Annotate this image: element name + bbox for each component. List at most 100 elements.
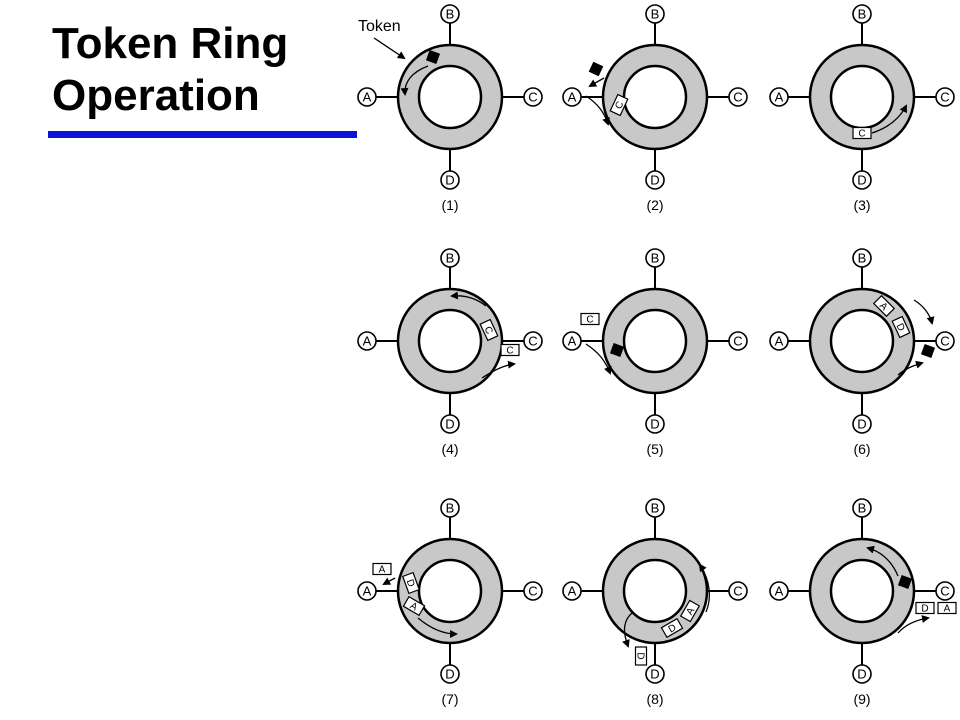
station-label: B [858, 501, 867, 516]
panel-caption: (4) [441, 441, 458, 457]
station-node [852, 664, 872, 684]
frame-box: A [937, 601, 957, 615]
station-label: A [568, 334, 577, 349]
station-label: A [775, 90, 784, 105]
frame-letter: C [613, 100, 626, 111]
station-label: C [733, 334, 742, 349]
station-label: A [568, 90, 577, 105]
frame-box: C [609, 93, 629, 117]
ring-inner [622, 558, 688, 624]
station-node [769, 331, 789, 351]
station-node [852, 4, 872, 24]
station-label: B [858, 7, 867, 22]
station-label: D [650, 173, 659, 188]
station-label: B [651, 501, 660, 516]
token-marker [588, 61, 604, 77]
station-node [935, 331, 955, 351]
station-label: B [446, 501, 455, 516]
ring-inner [829, 64, 895, 130]
station-label: A [363, 584, 372, 599]
station-node [645, 664, 665, 684]
station-node [852, 414, 872, 434]
flow-arrow [481, 360, 516, 379]
frame-box: C [479, 318, 499, 342]
flow-arrow [622, 612, 633, 648]
ring-inner [622, 64, 688, 130]
station-node [523, 331, 543, 351]
token-marker [425, 49, 441, 65]
station-node [562, 331, 582, 351]
station-node [357, 87, 377, 107]
frame-box: C [852, 126, 872, 140]
station-node [728, 581, 748, 601]
flow-arrow [897, 615, 930, 634]
slide-title: Token Ring Operation [52, 18, 288, 122]
frame-box: D [660, 617, 684, 639]
station-label: C [528, 584, 537, 599]
frame-box: D [891, 315, 911, 339]
station-node [440, 498, 460, 518]
station-node [440, 248, 460, 268]
ring-panel: A B C D (9) [769, 498, 955, 707]
station-label: A [775, 334, 784, 349]
station-label: D [650, 667, 659, 682]
token-marker [897, 574, 913, 590]
frame-box: A [872, 294, 896, 318]
station-node [357, 331, 377, 351]
token-marker [609, 342, 625, 358]
station-label: B [446, 251, 455, 266]
station-node [645, 414, 665, 434]
station-node [440, 664, 460, 684]
flow-arrow [382, 577, 396, 585]
ring-inner [829, 308, 895, 374]
panel-caption: (2) [646, 197, 663, 213]
station-label: A [775, 584, 784, 599]
flow-arrow [373, 37, 406, 60]
token-label: Token [358, 18, 401, 35]
panel-caption: (1) [441, 197, 458, 213]
frame-letter: D [921, 604, 928, 615]
station-node [935, 87, 955, 107]
station-node [852, 498, 872, 518]
station-label: C [940, 90, 949, 105]
ring-inner [417, 308, 483, 374]
station-node [357, 581, 377, 601]
station-label: C [940, 334, 949, 349]
token-marker [920, 343, 936, 359]
station-node [852, 170, 872, 190]
station-node [935, 581, 955, 601]
flow-arrow [400, 65, 429, 96]
flow-arrow [585, 95, 610, 126]
station-node [645, 248, 665, 268]
flow-arrow [588, 77, 605, 87]
flow-arrow [913, 299, 935, 325]
station-node [645, 4, 665, 24]
station-label: B [446, 7, 455, 22]
frame-box: D [915, 601, 935, 615]
flow-arrow [871, 104, 907, 134]
station-label: C [733, 90, 742, 105]
panel-caption: (7) [441, 691, 458, 707]
station-label: D [857, 173, 866, 188]
frame-box: A [402, 595, 426, 617]
station-label: B [651, 7, 660, 22]
station-label: D [650, 417, 659, 432]
station-node [523, 87, 543, 107]
frame-letter: D [635, 652, 646, 659]
station-label: B [858, 251, 867, 266]
station-label: C [940, 584, 949, 599]
ring-panel: A B C D (2) [562, 4, 748, 213]
panel-caption: (3) [853, 197, 870, 213]
panel-caption: (9) [853, 691, 870, 707]
station-label: A [363, 90, 372, 105]
station-label: C [528, 334, 537, 349]
slide-title-line-1: Token Ring [52, 19, 289, 68]
station-node [769, 87, 789, 107]
station-node [852, 248, 872, 268]
ring-inner [417, 558, 483, 624]
frame-box: A [372, 562, 392, 576]
ring-inner [417, 64, 483, 130]
frame-box: D [635, 646, 648, 666]
